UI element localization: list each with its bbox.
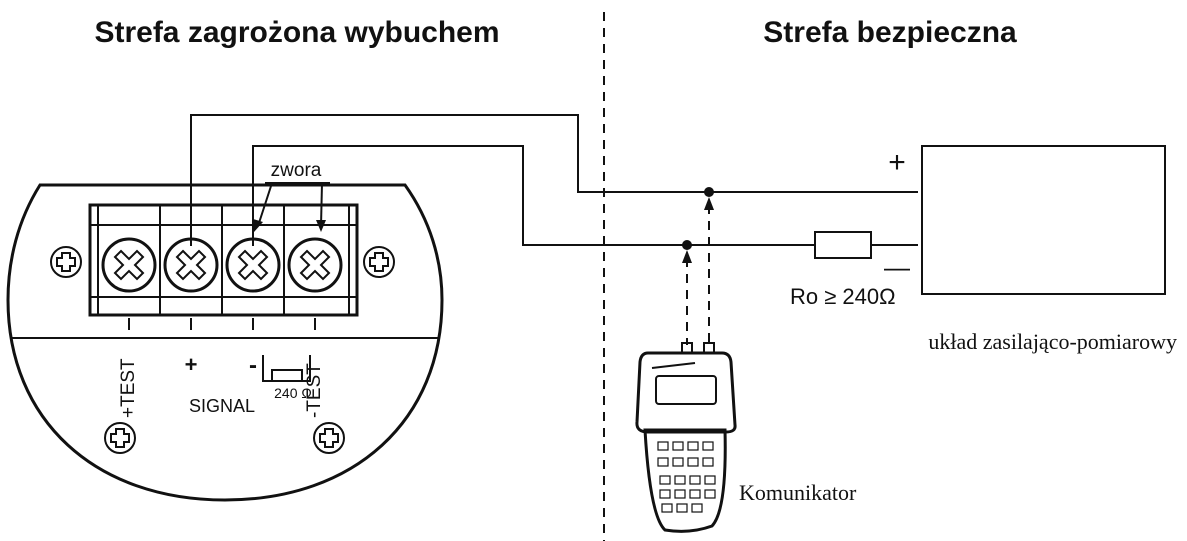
terminal-label-test-plus: +TEST	[118, 358, 139, 418]
plus-terminal-sign: +	[888, 146, 906, 179]
junction-dot	[682, 240, 692, 250]
terminal-label-signal-plus: +	[185, 352, 198, 377]
lead-arrow-icon	[704, 197, 714, 210]
safe-zone-title: Strefa bezpieczna	[763, 16, 1017, 49]
mounting-screw-icon	[50, 246, 82, 278]
signal-plus-wire	[190, 114, 918, 246]
mounting-screw-icon	[104, 422, 136, 454]
jumper-arrow-icon	[316, 220, 326, 232]
terminal-label-signal-minus: -	[249, 352, 257, 379]
jumper-label: zwora	[271, 160, 322, 181]
terminal-block	[88, 203, 359, 317]
mounting-screw-icon	[363, 246, 395, 278]
terminal-screw-signal-minus	[225, 237, 281, 293]
minus-terminal-sign: —	[884, 252, 910, 282]
power-measurement-unit	[921, 145, 1166, 295]
signal-minus-wire	[252, 145, 815, 246]
signal-label: SIGNAL	[189, 396, 255, 416]
hazardous-zone-title: Strefa zagrożona wybuchem	[94, 16, 499, 49]
terminal-screw-test-plus	[101, 237, 157, 293]
load-resistor-label: Ro ≥ 240Ω	[790, 284, 896, 309]
internal-resistor-label: 240 Ω	[274, 385, 312, 401]
terminal-screw-test-minus	[287, 237, 343, 293]
junction-dot	[704, 187, 714, 197]
power-unit-caption: układ zasilająco-pomiarowy	[928, 329, 1177, 354]
communicator-device	[635, 342, 737, 533]
lead-arrow-icon	[682, 250, 692, 263]
keypad	[657, 441, 716, 513]
communicator-caption: Komunikator	[739, 480, 857, 505]
mounting-screw-icon	[313, 422, 345, 454]
load-resistor-symbol	[814, 231, 872, 259]
transmitter-housing: +TEST + - -TEST SIGNAL 240 Ω	[6, 183, 444, 502]
terminal-screw-signal-plus	[163, 237, 219, 293]
internal-resistor-symbol	[262, 355, 311, 382]
jumper-arrow-icon	[253, 219, 263, 232]
